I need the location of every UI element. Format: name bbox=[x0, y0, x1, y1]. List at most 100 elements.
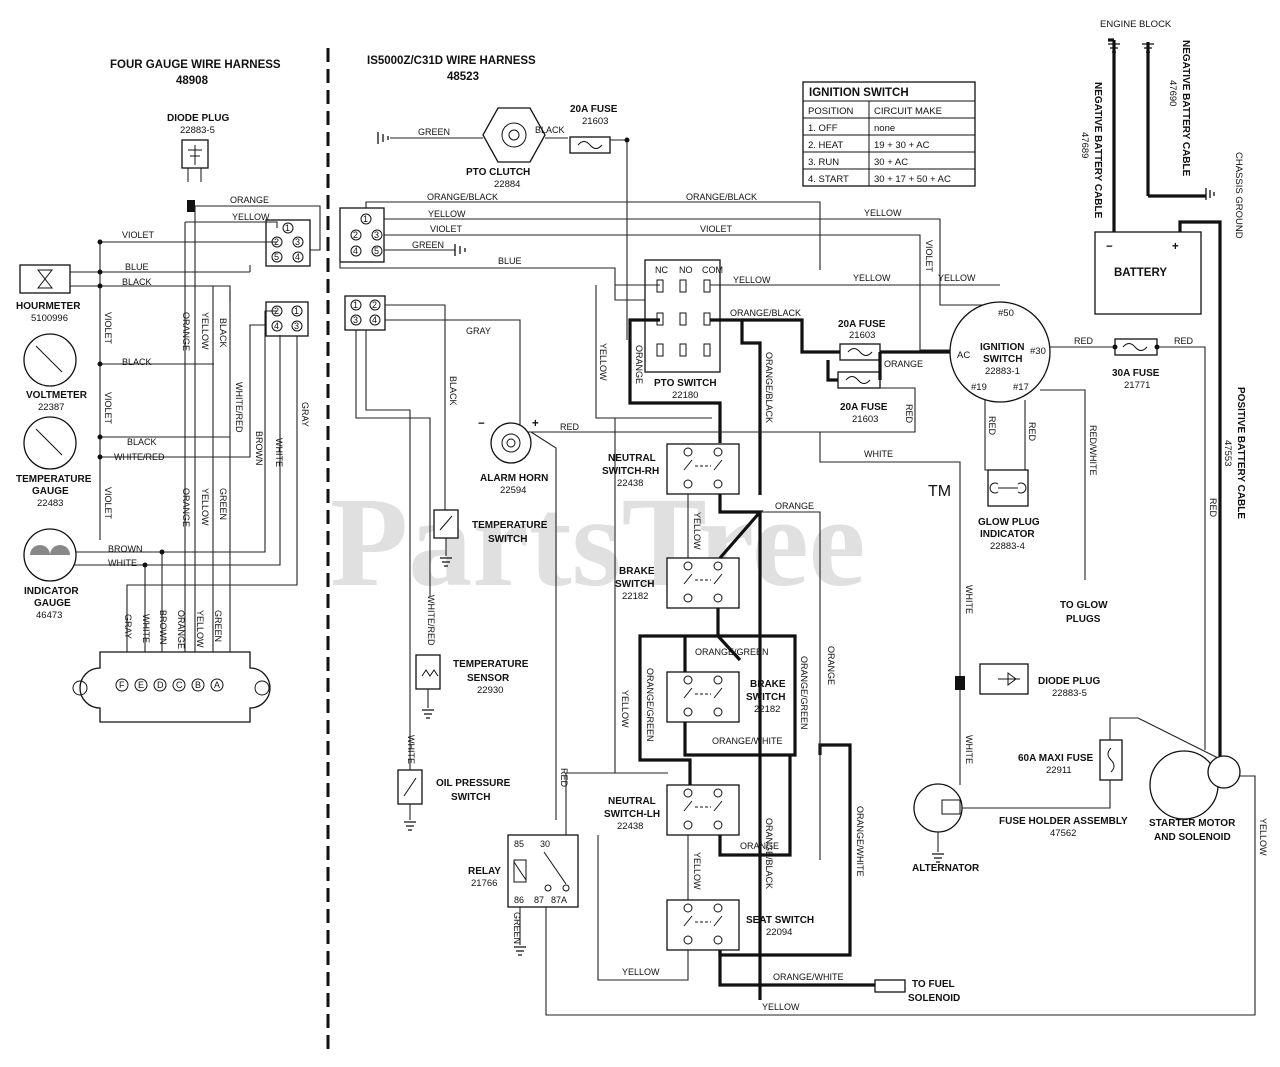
svg-text:GREEN: GREEN bbox=[213, 610, 223, 642]
bottom-connector bbox=[79, 651, 271, 723]
svg-text:3: 3 bbox=[295, 237, 300, 247]
relay-label: RELAY bbox=[468, 866, 501, 877]
watermark-tm: TM bbox=[928, 483, 951, 500]
battery-label: BATTERY bbox=[1114, 267, 1167, 279]
neutral-switch-rh-label: NEUTRAL bbox=[608, 453, 656, 464]
svg-text:ORANGE/WHITE: ORANGE/WHITE bbox=[855, 806, 865, 877]
svg-text:AC: AC bbox=[957, 350, 970, 361]
svg-text:SWITCH: SWITCH bbox=[983, 354, 1022, 365]
pto-switch-label: PTO SWITCH bbox=[654, 378, 717, 389]
svg-text:+: + bbox=[532, 418, 539, 430]
svg-text:RED/WHITE: RED/WHITE bbox=[1088, 425, 1098, 476]
svg-text:22180: 22180 bbox=[672, 390, 698, 401]
svg-text:22094: 22094 bbox=[766, 927, 792, 938]
svg-text:PLUGS: PLUGS bbox=[1066, 614, 1101, 625]
svg-text:ORANGE/GREEN: ORANGE/GREEN bbox=[645, 668, 655, 742]
svg-text:WHITE: WHITE bbox=[406, 735, 416, 764]
svg-text:87: 87 bbox=[534, 895, 544, 905]
svg-text:30: 30 bbox=[540, 839, 550, 849]
svg-text:B: B bbox=[195, 680, 201, 690]
svg-text:ORANGE/BLACK: ORANGE/BLACK bbox=[764, 818, 774, 889]
fuse-30a-label: 30A FUSE bbox=[1112, 368, 1160, 379]
svg-text:47562: 47562 bbox=[1050, 828, 1076, 839]
svg-text:47689: 47689 bbox=[1079, 132, 1090, 158]
alternator-label: ALTERNATOR bbox=[912, 863, 980, 874]
svg-text:1. OFF: 1. OFF bbox=[808, 123, 838, 134]
svg-text:22438: 22438 bbox=[617, 478, 643, 489]
svg-text:YELLOW: YELLOW bbox=[620, 690, 630, 728]
neutral-switch-rh-icon bbox=[666, 443, 740, 495]
svg-text:NO: NO bbox=[679, 265, 693, 275]
svg-text:BLACK: BLACK bbox=[535, 125, 565, 135]
ignition-switch-label: IGNITION bbox=[980, 342, 1024, 353]
svg-text:YELLOW: YELLOW bbox=[232, 212, 270, 222]
svg-text:GAUGE: GAUGE bbox=[32, 486, 69, 497]
svg-text:ORANGE/BLACK: ORANGE/BLACK bbox=[686, 192, 757, 202]
svg-text:3: 3 bbox=[374, 230, 379, 240]
svg-text:VIOLET: VIOLET bbox=[103, 392, 113, 425]
svg-text:30 + AC: 30 + AC bbox=[874, 157, 908, 168]
svg-text:BLUE: BLUE bbox=[498, 256, 522, 266]
svg-text:5: 5 bbox=[374, 246, 379, 256]
svg-text:NC: NC bbox=[655, 265, 668, 275]
svg-text:+: + bbox=[1172, 241, 1179, 253]
solenoid-icon bbox=[1207, 755, 1241, 789]
svg-text:ORANGE/BLACK: ORANGE/BLACK bbox=[730, 308, 801, 318]
left-connector-4pin bbox=[265, 301, 309, 337]
svg-text:SWITCH-RH: SWITCH-RH bbox=[602, 466, 659, 477]
svg-text:VIOLET: VIOLET bbox=[122, 230, 155, 240]
svg-text:C: C bbox=[176, 680, 183, 690]
svg-text:YELLOW: YELLOW bbox=[864, 208, 902, 218]
alternator-icon bbox=[913, 783, 963, 833]
svg-text:GRAY: GRAY bbox=[123, 614, 133, 639]
svg-text:WHITE: WHITE bbox=[108, 558, 137, 568]
svg-text:WHITE: WHITE bbox=[141, 614, 151, 643]
svg-text:#30: #30 bbox=[1030, 346, 1046, 357]
svg-text:1: 1 bbox=[353, 300, 358, 310]
svg-text:87A: 87A bbox=[551, 895, 567, 905]
brake-switch-1-icon bbox=[666, 557, 740, 609]
svg-text:5100996: 5100996 bbox=[31, 313, 68, 324]
svg-text:GRAY: GRAY bbox=[300, 402, 310, 427]
chassis-ground-label: CHASSIS GROUND bbox=[1233, 152, 1244, 239]
svg-text:RED: RED bbox=[560, 422, 580, 432]
svg-text:21603: 21603 bbox=[582, 116, 608, 127]
diode-plug-left-label: DIODE PLUG bbox=[167, 113, 229, 124]
svg-text:YELLOW: YELLOW bbox=[1258, 818, 1268, 856]
svg-text:INDICATOR: INDICATOR bbox=[980, 529, 1035, 540]
left-harness-title: FOUR GAUGE WIRE HARNESS bbox=[110, 59, 281, 71]
svg-text:22387: 22387 bbox=[38, 402, 64, 413]
svg-text:22930: 22930 bbox=[477, 685, 503, 696]
svg-text:1: 1 bbox=[363, 214, 368, 224]
svg-text:GREEN: GREEN bbox=[418, 127, 450, 137]
svg-text:RED: RED bbox=[987, 416, 997, 436]
svg-text:47553: 47553 bbox=[1222, 440, 1233, 466]
diode-plug-left-part: 22883-5 bbox=[180, 125, 215, 136]
svg-text:21603: 21603 bbox=[852, 414, 878, 425]
svg-text:YELLOW: YELLOW bbox=[195, 610, 205, 648]
svg-text:YELLOW: YELLOW bbox=[428, 209, 466, 219]
svg-text:BROWN: BROWN bbox=[158, 610, 168, 645]
svg-text:21766: 21766 bbox=[471, 878, 497, 889]
temperature-sensor-icon bbox=[415, 654, 441, 690]
svg-text:A: A bbox=[214, 680, 220, 690]
ignition-switch-icon bbox=[949, 301, 1051, 403]
alarm-horn-icon bbox=[490, 422, 532, 464]
starter-motor-label: STARTER MOTOR bbox=[1149, 818, 1236, 829]
svg-text:YELLOW: YELLOW bbox=[692, 512, 702, 550]
svg-text:RED: RED bbox=[904, 404, 914, 424]
svg-text:YELLOW: YELLOW bbox=[200, 312, 210, 350]
svg-text:VIOLET: VIOLET bbox=[103, 487, 113, 520]
svg-text:GAUGE: GAUGE bbox=[34, 598, 71, 609]
indicator-gauge-label: INDICATOR bbox=[24, 586, 79, 597]
engine-block-label: ENGINE BLOCK bbox=[1100, 19, 1172, 30]
svg-text:VIOLET: VIOLET bbox=[430, 224, 463, 234]
svg-text:#50: #50 bbox=[998, 308, 1014, 319]
svg-text:4: 4 bbox=[353, 246, 358, 256]
svg-text:BLACK: BLACK bbox=[122, 277, 152, 287]
neg-cable-1-label: NEGATIVE BATTERY CABLE bbox=[1180, 40, 1191, 177]
svg-text:GREEN: GREEN bbox=[412, 240, 444, 250]
pto-clutch-label: PTO CLUTCH bbox=[466, 167, 530, 178]
svg-text:COM: COM bbox=[702, 265, 723, 275]
svg-text:BLACK: BLACK bbox=[448, 376, 458, 406]
